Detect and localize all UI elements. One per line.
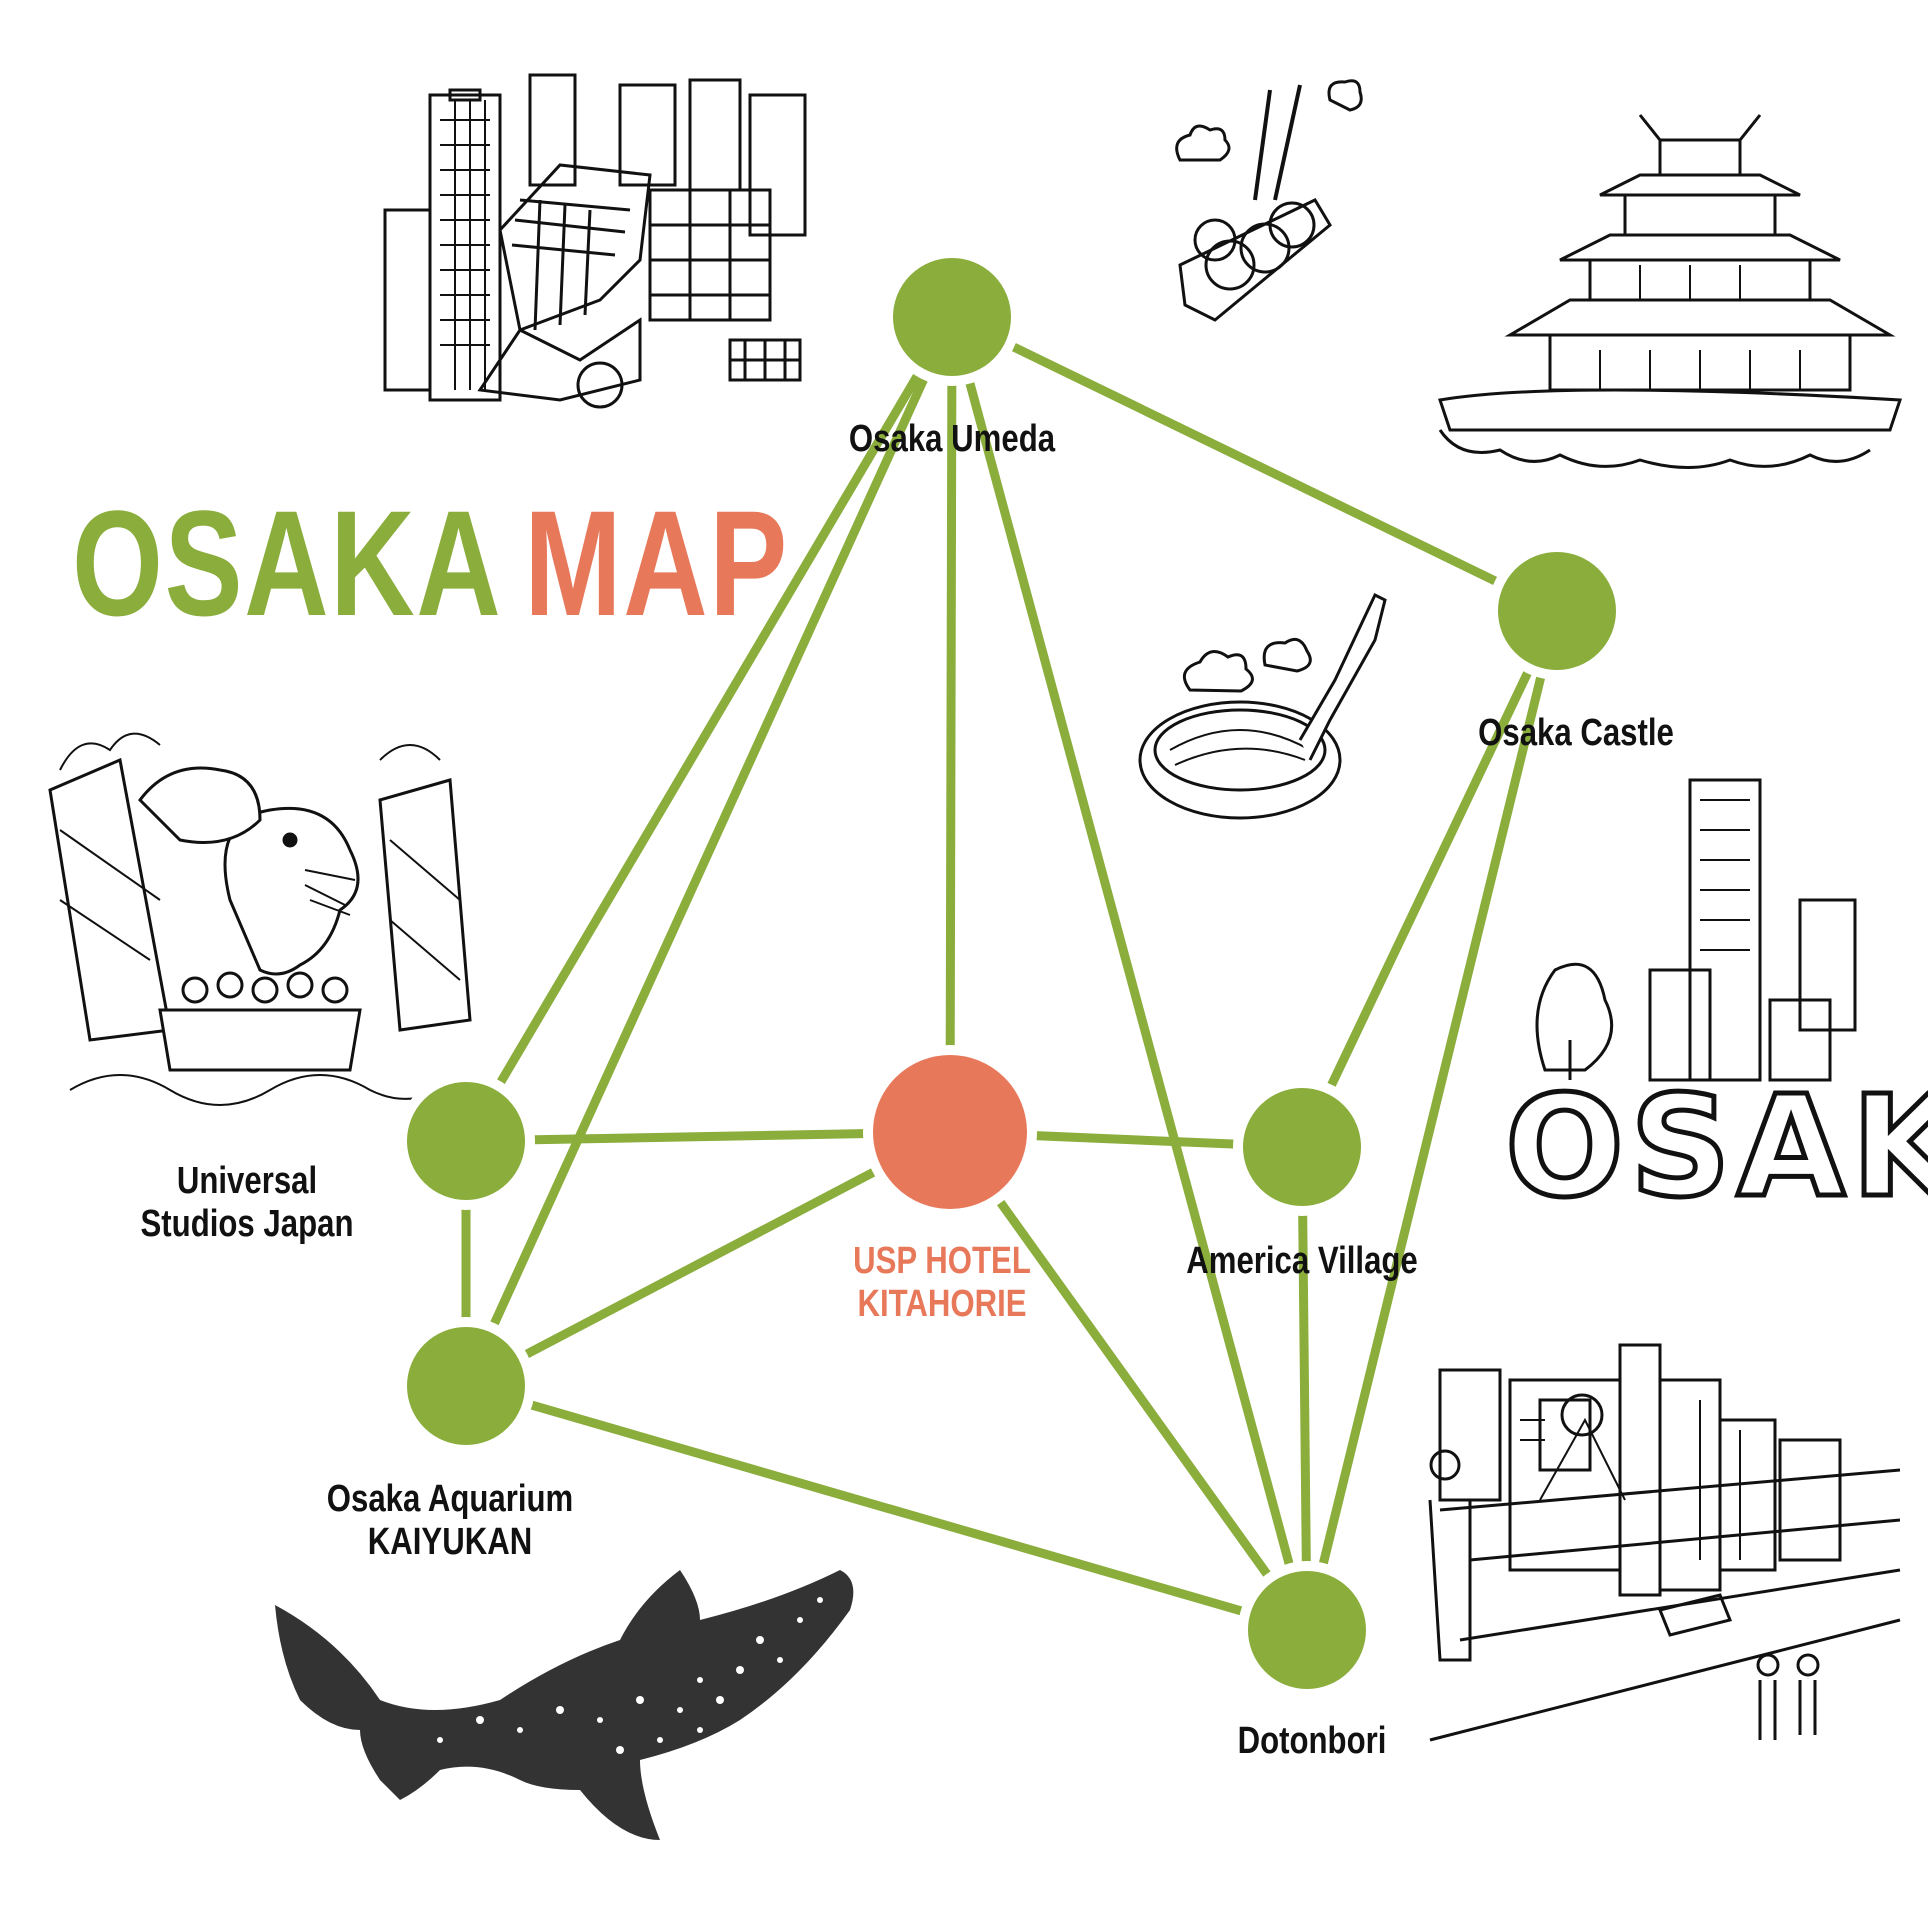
route-lines: [461, 312, 1562, 1635]
route-amerika-dotonbori: [1297, 1142, 1312, 1635]
label-osaka-aquarium-kaiyukan: Osaka Aquarium KAIYUKAN: [326, 1478, 574, 1563]
umeda-station-illustration: [383, 73, 807, 409]
station-node-amerika[interactable]: [1233, 1078, 1371, 1216]
osaka-sign-illustration: OSAKA: [1505, 1066, 1928, 1229]
station-node-kaiyukan[interactable]: [397, 1317, 535, 1455]
route-castle-amerika: [1297, 606, 1562, 1152]
takoyaki-illustration: [1175, 79, 1363, 322]
station-node-dotonbori[interactable]: [1238, 1561, 1376, 1699]
station-nodes: [397, 248, 1626, 1699]
usj-dinosaur-ride-illustration: [48, 732, 472, 1106]
station-node-hotel[interactable]: [863, 1045, 1037, 1219]
route-kaiyukan-dotonbori: [461, 1381, 1312, 1635]
map-title-map: MAP: [524, 479, 789, 647]
osaka-castle-illustration: [1438, 114, 1903, 469]
map-title-osaka: OSAKA: [72, 479, 503, 647]
label-dotonbori: Dotonbori: [1237, 1720, 1387, 1762]
dotonbori-canal-illustration: [1428, 1343, 1901, 1742]
label-osaka-umeda: Osaka Umeda: [848, 418, 1056, 460]
route-umeda-hotel: [945, 312, 957, 1137]
label-osaka-castle: Osaka Castle: [1478, 712, 1674, 754]
station-node-castle[interactable]: [1488, 542, 1626, 680]
route-umeda-castle: [947, 312, 1562, 616]
label-usp-hotel-kitahorie: USP HOTEL KITAHORIE: [853, 1240, 1031, 1325]
route-umeda-dotonbori: [947, 312, 1312, 1635]
city-buildings-illustration: [1535, 778, 1857, 1082]
route-castle-dotonbori: [1302, 606, 1562, 1635]
label-universal-studios-japan: Universal Studios Japan: [140, 1160, 354, 1245]
whale-shark-illustration: [275, 1570, 854, 1840]
route-hotel-dotonbori: [945, 1127, 1312, 1635]
okonomiyaki-illustration: [1138, 592, 1387, 820]
route-umeda-kaiyukan: [461, 312, 957, 1391]
label-america-village: America Village: [1186, 1240, 1418, 1282]
station-node-usj[interactable]: [397, 1072, 535, 1210]
route-hotel-kaiyukan: [461, 1127, 955, 1391]
station-node-umeda[interactable]: [883, 248, 1021, 386]
route-umeda-usj: [461, 312, 957, 1146]
